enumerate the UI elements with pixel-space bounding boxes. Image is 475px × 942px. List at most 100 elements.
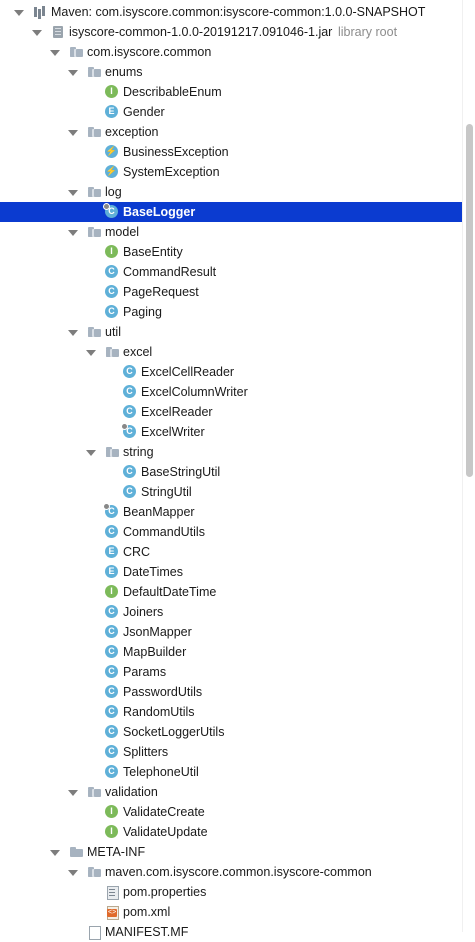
tree-item-label: Gender — [123, 105, 165, 119]
class-icon: C — [123, 385, 136, 398]
jar-icon — [51, 25, 66, 39]
tree-row[interactable]: pom.properties — [0, 882, 462, 902]
tree-item-label: DefaultDateTime — [123, 585, 217, 599]
expand-arrow-icon[interactable] — [48, 842, 60, 862]
tree-row[interactable]: isyscore-common-1.0.0-20191217.091046-1.… — [0, 22, 462, 42]
tree-row[interactable]: string — [0, 442, 462, 462]
tree-item-label: DateTimes — [123, 565, 183, 579]
tree-item-label: ExcelReader — [141, 405, 213, 419]
expand-arrow-icon[interactable] — [30, 22, 42, 42]
interface-icon: I — [105, 825, 118, 838]
interface-icon: I — [105, 805, 118, 818]
tree-row[interactable]: util — [0, 322, 462, 342]
tree-row[interactable]: exception — [0, 122, 462, 142]
scrollbar-thumb[interactable] — [466, 124, 473, 477]
package-icon — [87, 785, 102, 799]
properties-file-icon — [105, 885, 120, 900]
package-icon — [87, 185, 102, 199]
tree-row[interactable]: META-INF — [0, 842, 462, 862]
expand-arrow-icon[interactable] — [84, 342, 96, 362]
package-icon — [87, 865, 102, 879]
tree-row[interactable]: model — [0, 222, 462, 242]
tree-row[interactable]: ⚡SystemException — [0, 162, 462, 182]
class-icon: C — [105, 705, 118, 718]
tree-row[interactable]: pom.xml — [0, 902, 462, 922]
tree-row[interactable]: Maven: com.isyscore.common:isyscore-comm… — [0, 2, 462, 22]
tree-item-label: Params — [123, 665, 167, 679]
expand-arrow-icon[interactable] — [12, 2, 24, 22]
enum-icon: E — [105, 545, 118, 558]
tree-row[interactable]: enums — [0, 62, 462, 82]
expand-arrow-icon[interactable] — [48, 42, 60, 62]
tree-row[interactable]: maven.com.isyscore.common.isyscore-commo… — [0, 862, 462, 882]
class-icon: C — [105, 745, 118, 758]
expand-arrow-icon[interactable] — [84, 442, 96, 462]
expand-arrow-icon[interactable] — [66, 782, 78, 802]
exception-class-icon: ⚡ — [105, 165, 118, 178]
tree-item-label: ValidateCreate — [123, 805, 205, 819]
expand-arrow-icon[interactable] — [66, 182, 78, 202]
tree-item-label: CommandUtils — [123, 525, 205, 539]
vertical-scrollbar[interactable] — [462, 0, 475, 932]
expand-arrow-icon[interactable] — [66, 222, 78, 242]
tree-item-label: validation — [105, 785, 158, 799]
tree-row[interactable]: C RandomUtils — [0, 702, 462, 722]
tree-item-label: MANIFEST.MF — [105, 925, 189, 939]
tree-item-label: isyscore-common-1.0.0-20191217.091046-1.… — [69, 25, 333, 39]
abstract-class-icon: C — [103, 503, 118, 518]
tree-row[interactable]: I ValidateCreate — [0, 802, 462, 822]
tree-row[interactable]: MANIFEST.MF — [0, 922, 462, 942]
tree-item-label: CommandResult — [123, 265, 217, 279]
tree-item-label: PasswordUtils — [123, 685, 203, 699]
expand-arrow-icon[interactable] — [66, 122, 78, 142]
tree-item-label: com.isyscore.common — [87, 45, 212, 59]
tree-row[interactable]: ⚡BusinessException — [0, 142, 462, 162]
class-icon: C — [105, 285, 118, 298]
tree-item-label: RandomUtils — [123, 705, 195, 719]
tree-row[interactable]: log — [0, 182, 462, 202]
tree-item-label: BusinessException — [123, 145, 229, 159]
tree-item-label: enums — [105, 65, 143, 79]
package-icon — [87, 125, 102, 139]
tree-row[interactable]: validation — [0, 782, 462, 802]
tree-item-label: SocketLoggerUtils — [123, 725, 225, 739]
package-icon — [105, 345, 120, 359]
package-icon — [87, 225, 102, 239]
folder-icon — [69, 845, 84, 859]
tree-row[interactable]: excel — [0, 342, 462, 362]
xml-file-icon — [105, 905, 120, 920]
expand-arrow-icon[interactable] — [66, 62, 78, 82]
class-icon: C — [123, 465, 136, 478]
expand-arrow-icon[interactable] — [66, 322, 78, 342]
maven-library-icon — [33, 5, 48, 19]
tree-row[interactable]: com.isyscore.common — [0, 42, 462, 62]
expand-arrow-icon[interactable] — [66, 862, 78, 882]
